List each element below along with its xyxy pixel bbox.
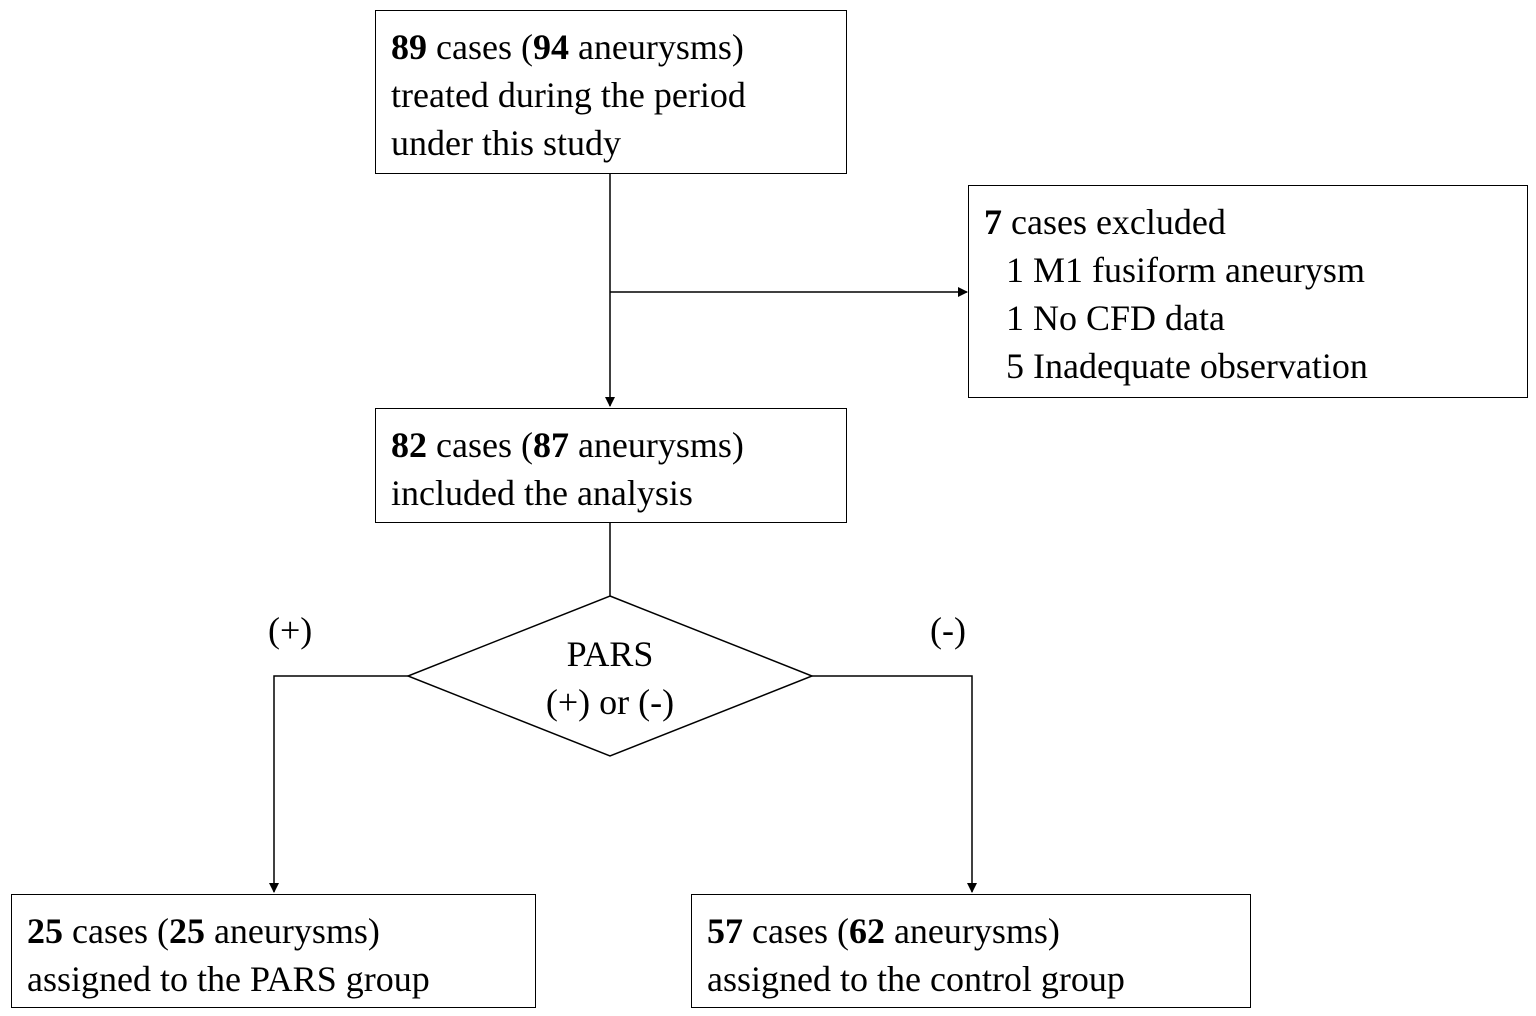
- branch-label-positive: (+): [268, 610, 313, 650]
- branch-label-negative: (-): [930, 610, 966, 650]
- decision-label: PARS (+) or (-): [470, 630, 750, 726]
- arrow-to-control-group: [812, 675, 977, 893]
- box-control-group: 57 cases (62 aneurysms) assigned to the …: [691, 894, 1251, 1008]
- included-cases-line1: 82 cases (87 aneurysms): [391, 425, 744, 465]
- control-group-line1: 57 cases (62 aneurysms): [707, 911, 1060, 951]
- box-pars-group: 25 cases (25 aneurysms) assigned to the …: [11, 894, 536, 1008]
- control-group-line2: assigned to the control group: [707, 959, 1125, 999]
- initial-cases-line1: 89 cases (94 aneurysms): [391, 27, 744, 67]
- excluded-item: 5 Inadequate observation: [1006, 346, 1368, 386]
- box-initial-cases: 89 cases (94 aneurysms) treated during t…: [375, 10, 847, 174]
- arrow-to-pars-group: [269, 675, 408, 893]
- pars-group-line2: assigned to the PARS group: [27, 959, 430, 999]
- initial-cases-line3: under this study: [391, 123, 621, 163]
- box-included-cases: 82 cases (87 aneurysms) included the ana…: [375, 408, 847, 523]
- decision-title: PARS: [566, 634, 654, 674]
- decision-diamond: [405, 595, 815, 757]
- box-excluded-cases: 7 cases excluded 1 M1 fusiform aneurysm …: [968, 185, 1528, 398]
- included-cases-line2: included the analysis: [391, 473, 693, 513]
- initial-cases-line2: treated during the period: [391, 75, 746, 115]
- pars-group-line1: 25 cases (25 aneurysms): [27, 911, 380, 951]
- excluded-item: 1 M1 fusiform aneurysm: [1006, 250, 1365, 290]
- excluded-item: 1 No CFD data: [1006, 298, 1225, 338]
- decision-options: (+) or (-): [545, 682, 675, 722]
- excluded-cases-title: 7 cases excluded: [984, 202, 1226, 242]
